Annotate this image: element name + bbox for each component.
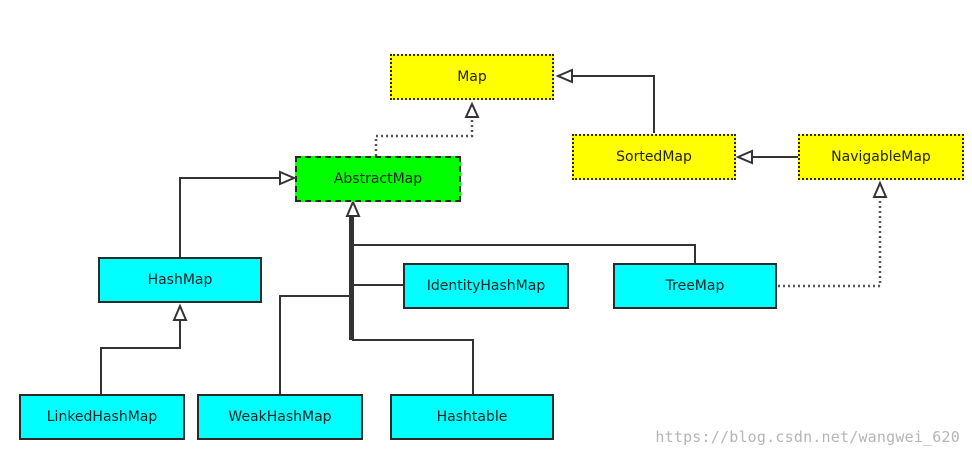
arrow-head-sortedmap-navigable: [735, 149, 753, 165]
node-hash-map: HashMap: [98, 257, 262, 303]
node-linked-hash-map-label: LinkedHashMap: [46, 409, 158, 425]
node-abstract-map: AbstractMap: [295, 156, 461, 202]
watermark-url: https://blog.csdn.net/wangwei_620: [655, 428, 960, 446]
node-navigable-map: NavigableMap: [798, 134, 964, 180]
arrow-head-map-sortedmap: [555, 68, 573, 84]
edge-abstractmap-map: [374, 117, 474, 156]
node-map-label: Map: [457, 69, 487, 85]
edge-weakhashmap-abstractmap: [279, 295, 353, 394]
node-identity-hash-map-label: IdentityHashMap: [426, 278, 546, 294]
node-sorted-map-label: SortedMap: [616, 149, 692, 165]
edge-linkedhashmap-hashmap: [100, 320, 181, 394]
node-hashtable-label: Hashtable: [436, 409, 508, 425]
node-hash-map-label: HashMap: [147, 272, 213, 288]
node-tree-map-label: TreeMap: [665, 278, 725, 294]
arrow-head-navigable-treemap: [872, 180, 888, 198]
node-weak-hash-map-label: WeakHashMap: [228, 409, 332, 425]
edge-sortedmap-map: [572, 75, 655, 133]
edge-treemap-abstractmap: [353, 244, 696, 263]
edge-hashmap-abstractmap: [179, 177, 280, 257]
arrow-head-map-abstractmap: [464, 101, 480, 118]
node-sorted-map: SortedMap: [572, 134, 736, 180]
node-identity-hash-map: IdentityHashMap: [403, 263, 569, 309]
node-map: Map: [390, 54, 554, 100]
node-abstract-map-label: AbstractMap: [333, 171, 423, 187]
node-weak-hash-map: WeakHashMap: [197, 394, 363, 440]
arrow-head-hashmap-linked: [172, 303, 188, 321]
arrow-head-abstractmap-trunk: [345, 199, 361, 217]
edge-treemap-navigablemap: [778, 197, 882, 288]
arrow-head-abstractmap-hashmap: [279, 170, 297, 186]
node-tree-map: TreeMap: [613, 263, 777, 309]
node-navigable-map-label: NavigableMap: [831, 149, 931, 165]
node-linked-hash-map: LinkedHashMap: [19, 394, 185, 440]
node-hashtable: Hashtable: [390, 394, 554, 440]
